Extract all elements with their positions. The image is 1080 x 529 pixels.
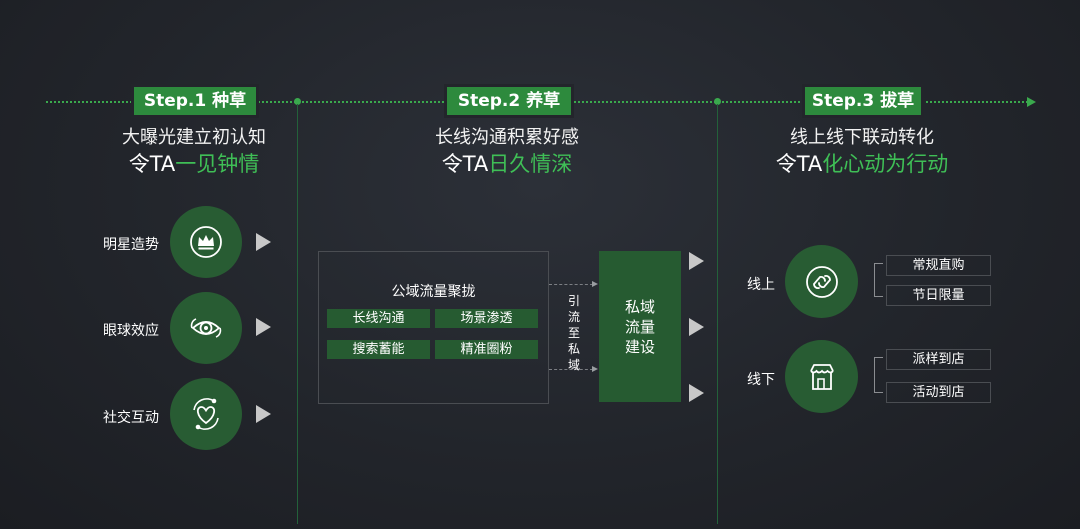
step2-slogan-highlight: 日久情深: [488, 152, 573, 176]
step1-slogan-prefix: 令TA: [128, 152, 176, 176]
public-item-pill: 搜索蓄能: [327, 340, 430, 359]
online-label: 线上: [747, 277, 775, 293]
step2-slogan-prefix: 令TA: [441, 152, 489, 176]
play-arrow-icon: [256, 233, 271, 251]
play-arrow-icon: [256, 318, 271, 336]
private-traffic-box: 私域 流量 建设: [599, 251, 681, 402]
online-item-pill: 常规直购: [886, 255, 991, 276]
timeline-dot: [294, 98, 301, 105]
flow-label-char: 引: [567, 294, 580, 308]
flow-dashed-line: [549, 284, 593, 285]
offline-item-pill: 派样到店: [886, 349, 991, 370]
link-icon: [805, 265, 838, 298]
step3-badge: Step.3 拔草: [805, 87, 921, 115]
step1-subtitle: 大曝光建立初认知: [122, 127, 266, 148]
public-item-pill: 长线沟通: [327, 309, 430, 328]
step1-slogan: 令TA一见钟情: [64, 148, 324, 178]
public-traffic-box: [318, 251, 549, 404]
play-arrow-icon: [689, 318, 704, 336]
column-divider: [297, 104, 298, 524]
online-item-pill: 节日限量: [886, 285, 991, 306]
store-icon: [809, 363, 834, 390]
step1-badge: Step.1 种草: [134, 87, 256, 115]
step1-item-label: 明星造势: [103, 237, 159, 253]
public-traffic-title: 公域流量聚拢: [391, 284, 476, 300]
public-item-pill: 场景渗透: [435, 309, 538, 328]
flow-label-char: 私: [567, 342, 580, 356]
store-icon-circle: [785, 340, 858, 413]
flow-arrow-icon: [592, 366, 598, 372]
step3-slogan-highlight: 化心动为行动: [822, 152, 949, 176]
link-icon-circle: [785, 245, 858, 318]
public-item-pill: 精准圈粉: [435, 340, 538, 359]
step1-slogan-highlight: 一见钟情: [175, 152, 260, 176]
flow-dashed-line: [549, 369, 593, 370]
heart-cycle-icon-circle: [170, 378, 242, 450]
step3-slogan: 令TA化心动为行动: [732, 148, 992, 178]
online-bracket: [874, 263, 883, 297]
private-line: 建设: [624, 337, 655, 356]
flow-label-char: 流: [567, 310, 580, 324]
flow-label-char: 域: [567, 358, 580, 372]
step1-item-label: 社交互动: [103, 410, 159, 426]
crown-icon-circle: [170, 206, 242, 278]
step3-subtitle: 线上线下联动转化: [790, 127, 934, 148]
flow-arrow-icon: [592, 281, 598, 287]
offline-label: 线下: [747, 372, 775, 388]
flow-label-char: 至: [567, 326, 580, 340]
step3-slogan-prefix: 令TA: [775, 152, 823, 176]
eye-icon-circle: [170, 292, 242, 364]
play-arrow-icon: [256, 405, 271, 423]
step1-item-label: 眼球效应: [103, 323, 159, 339]
heart-cycle-icon: [193, 398, 219, 430]
timeline-arrow-icon: [1027, 97, 1036, 107]
flow-label-vertical: 引 流 至 私 域: [566, 293, 582, 373]
step2-badge: Step.2 养草: [447, 87, 571, 115]
crown-icon: [190, 226, 222, 258]
offline-item-pill: 活动到店: [886, 382, 991, 403]
private-line: 私域: [624, 297, 655, 316]
play-arrow-icon: [689, 384, 704, 402]
timeline-dot: [714, 98, 721, 105]
play-arrow-icon: [689, 252, 704, 270]
column-divider: [717, 104, 718, 524]
step2-subtitle: 长线沟通积累好感: [435, 127, 579, 148]
offline-bracket: [874, 357, 883, 393]
eye-icon: [190, 318, 222, 338]
step2-slogan: 令TA日久情深: [377, 148, 637, 178]
private-line: 流量: [624, 317, 655, 336]
